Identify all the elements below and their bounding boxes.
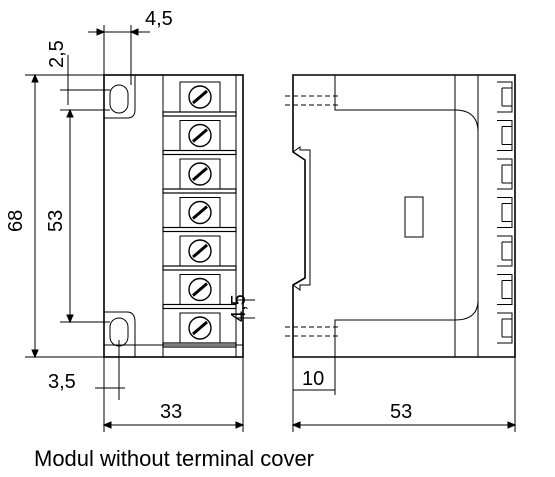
terminal-separator — [162, 226, 237, 233]
dim-width-top: 4,5 — [145, 8, 173, 30]
dim-pitch-right: 4,5 — [228, 294, 250, 322]
screw-terminals — [162, 81, 237, 348]
side-terminal — [497, 274, 513, 305]
dim-side-offset: 10 — [302, 368, 324, 390]
dim-offset-left: 3,5 — [48, 371, 76, 393]
side-body-outline — [292, 74, 516, 358]
drawing-caption: Modul without terminal cover — [34, 446, 314, 471]
terminal-box — [179, 197, 221, 228]
side-terminal — [497, 158, 513, 190]
front-body-outline — [103, 74, 244, 358]
side-terminal — [497, 235, 513, 267]
terminal-box — [179, 120, 221, 151]
terminal-box — [179, 312, 221, 344]
screw-slot — [192, 128, 208, 143]
front-view — [103, 74, 244, 358]
side-view — [285, 74, 516, 358]
terminal-strip — [162, 74, 237, 358]
dimension-lines — [25, 25, 517, 432]
terminal-separator — [162, 149, 237, 156]
terminal-box — [179, 81, 221, 113]
terminal-separator — [162, 111, 237, 117]
dim-height-total: 68 — [5, 210, 27, 232]
terminal-box — [179, 235, 221, 267]
side-terminal-profiles — [497, 81, 513, 344]
side-terminal — [497, 120, 513, 151]
terminal-separator — [162, 265, 237, 271]
screw-slot — [192, 320, 208, 336]
dim-front-width: 33 — [160, 401, 182, 423]
terminal-box — [179, 158, 221, 190]
screw-slot — [192, 243, 208, 259]
side-terminal — [497, 81, 513, 113]
terminal-separator — [162, 188, 237, 194]
side-terminal — [497, 197, 513, 228]
terminal-box — [179, 274, 221, 305]
terminal-separator — [162, 303, 237, 310]
dim-gap-top: 2,5 — [46, 40, 68, 68]
screw-slot — [192, 166, 208, 182]
screw-slot — [192, 282, 208, 297]
dim-height-inner: 53 — [45, 210, 67, 232]
mounting-lug-top — [104, 74, 136, 119]
dim-side-width: 53 — [390, 401, 412, 423]
screw-slot — [192, 205, 208, 220]
screw-slot — [192, 89, 208, 105]
side-terminal — [497, 312, 513, 344]
label-window — [404, 196, 424, 238]
